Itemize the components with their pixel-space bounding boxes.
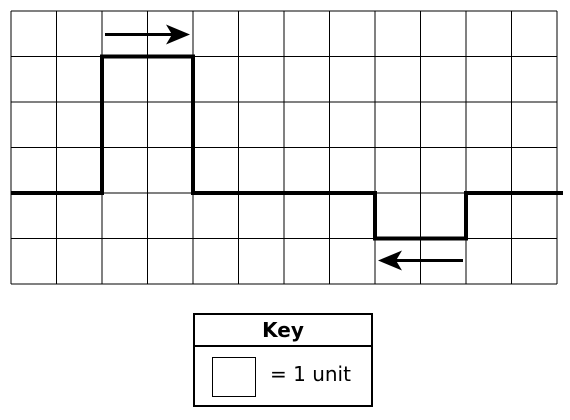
left-arrow-icon xyxy=(378,250,402,271)
unit-square-swatch xyxy=(212,357,256,397)
key-row: = 1 unit xyxy=(195,347,371,405)
key-box: Key = 1 unit xyxy=(193,313,373,407)
grid-diagram xyxy=(10,10,563,285)
right-arrow-icon xyxy=(166,24,190,45)
key-title: Key xyxy=(195,315,371,347)
key-label: = 1 unit xyxy=(270,362,351,386)
wave-line xyxy=(11,54,563,241)
